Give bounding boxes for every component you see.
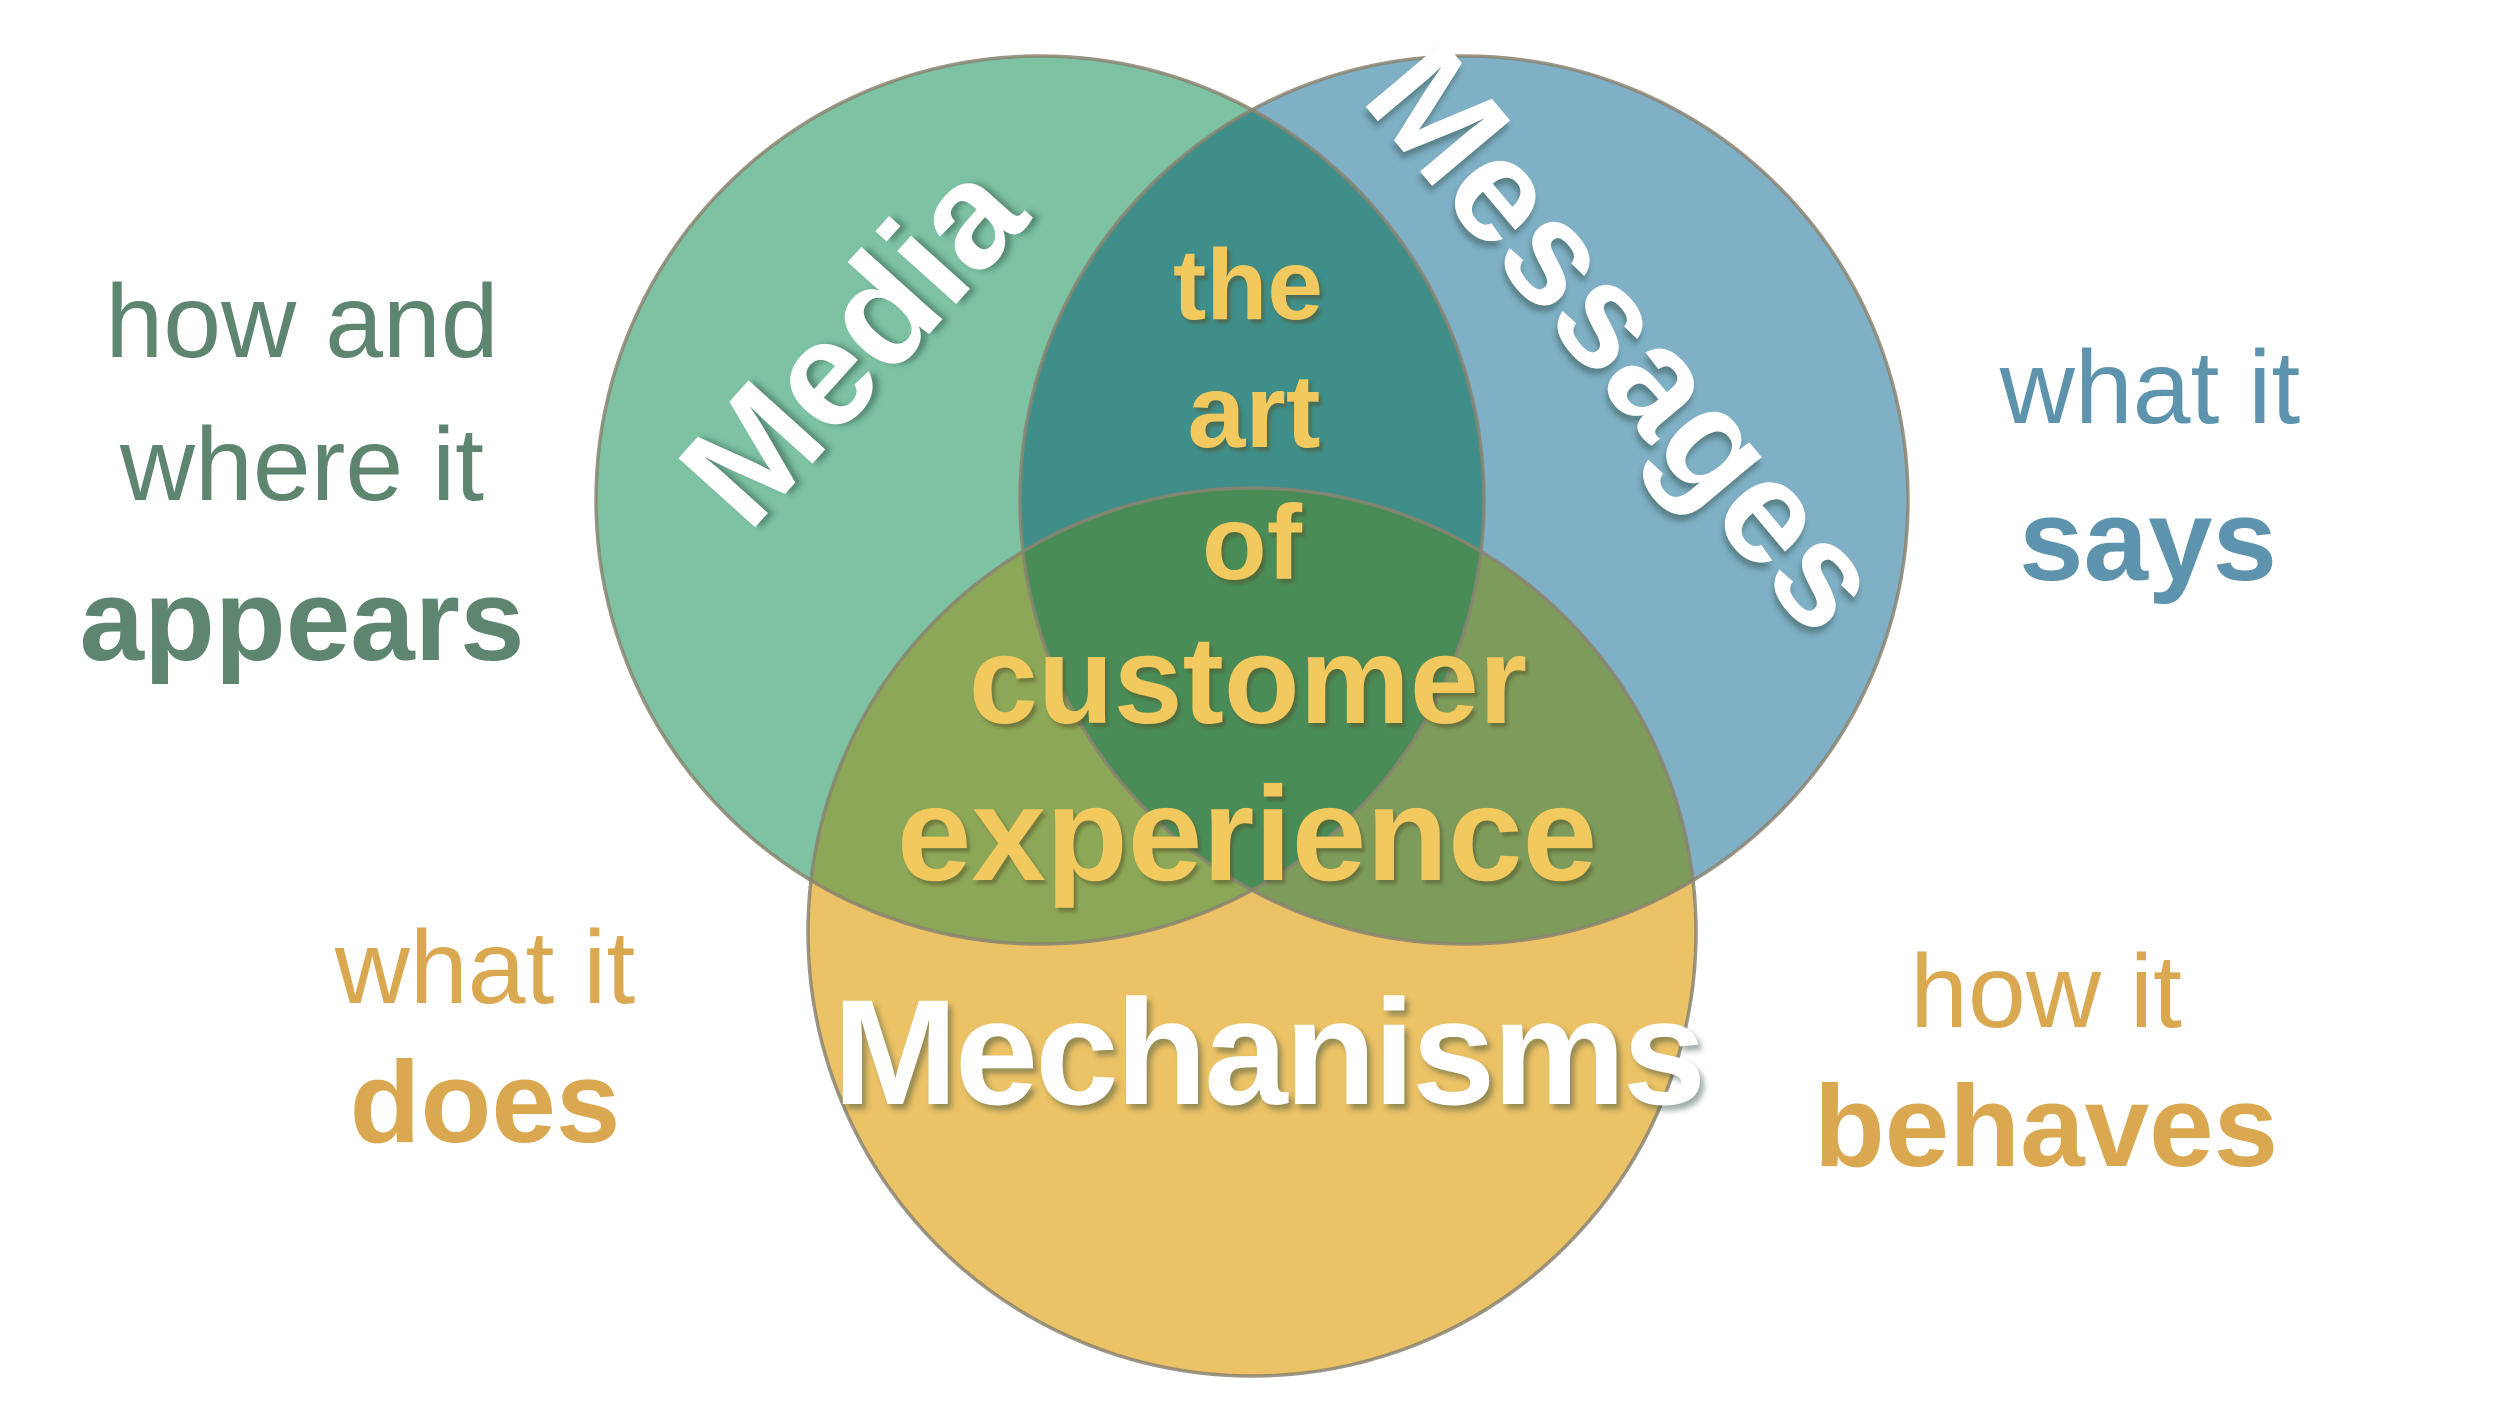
center-phrase-line-customer: customer: [968, 612, 1528, 750]
mechanisms-circle-label: Mechanisms: [832, 968, 1706, 1136]
messages-annotation-keyword: says: [2018, 475, 2278, 605]
center-phrase-line-of: of: [1201, 484, 1303, 602]
mechanisms-right-annotation-keyword: behaves: [1813, 1061, 2279, 1191]
media-annotation-keyword: appears: [79, 555, 525, 685]
center-phrase-line-the: the: [1173, 229, 1323, 341]
mechanisms-left-annotation-keyword: does: [349, 1037, 621, 1167]
center-phrase-line-art: art: [1187, 354, 1321, 470]
center-phrase-line-experience: experience: [896, 760, 1598, 909]
media-annotation-line1: how and: [105, 264, 499, 380]
mechanisms-right-annotation-line1: how it: [1910, 934, 2182, 1050]
mechanisms-left-annotation-line1: what it: [334, 910, 636, 1026]
messages-annotation-line1: what it: [1999, 330, 2301, 446]
circle-outlines: [594, 54, 1910, 1378]
media-annotation-line2: where it: [119, 407, 485, 523]
